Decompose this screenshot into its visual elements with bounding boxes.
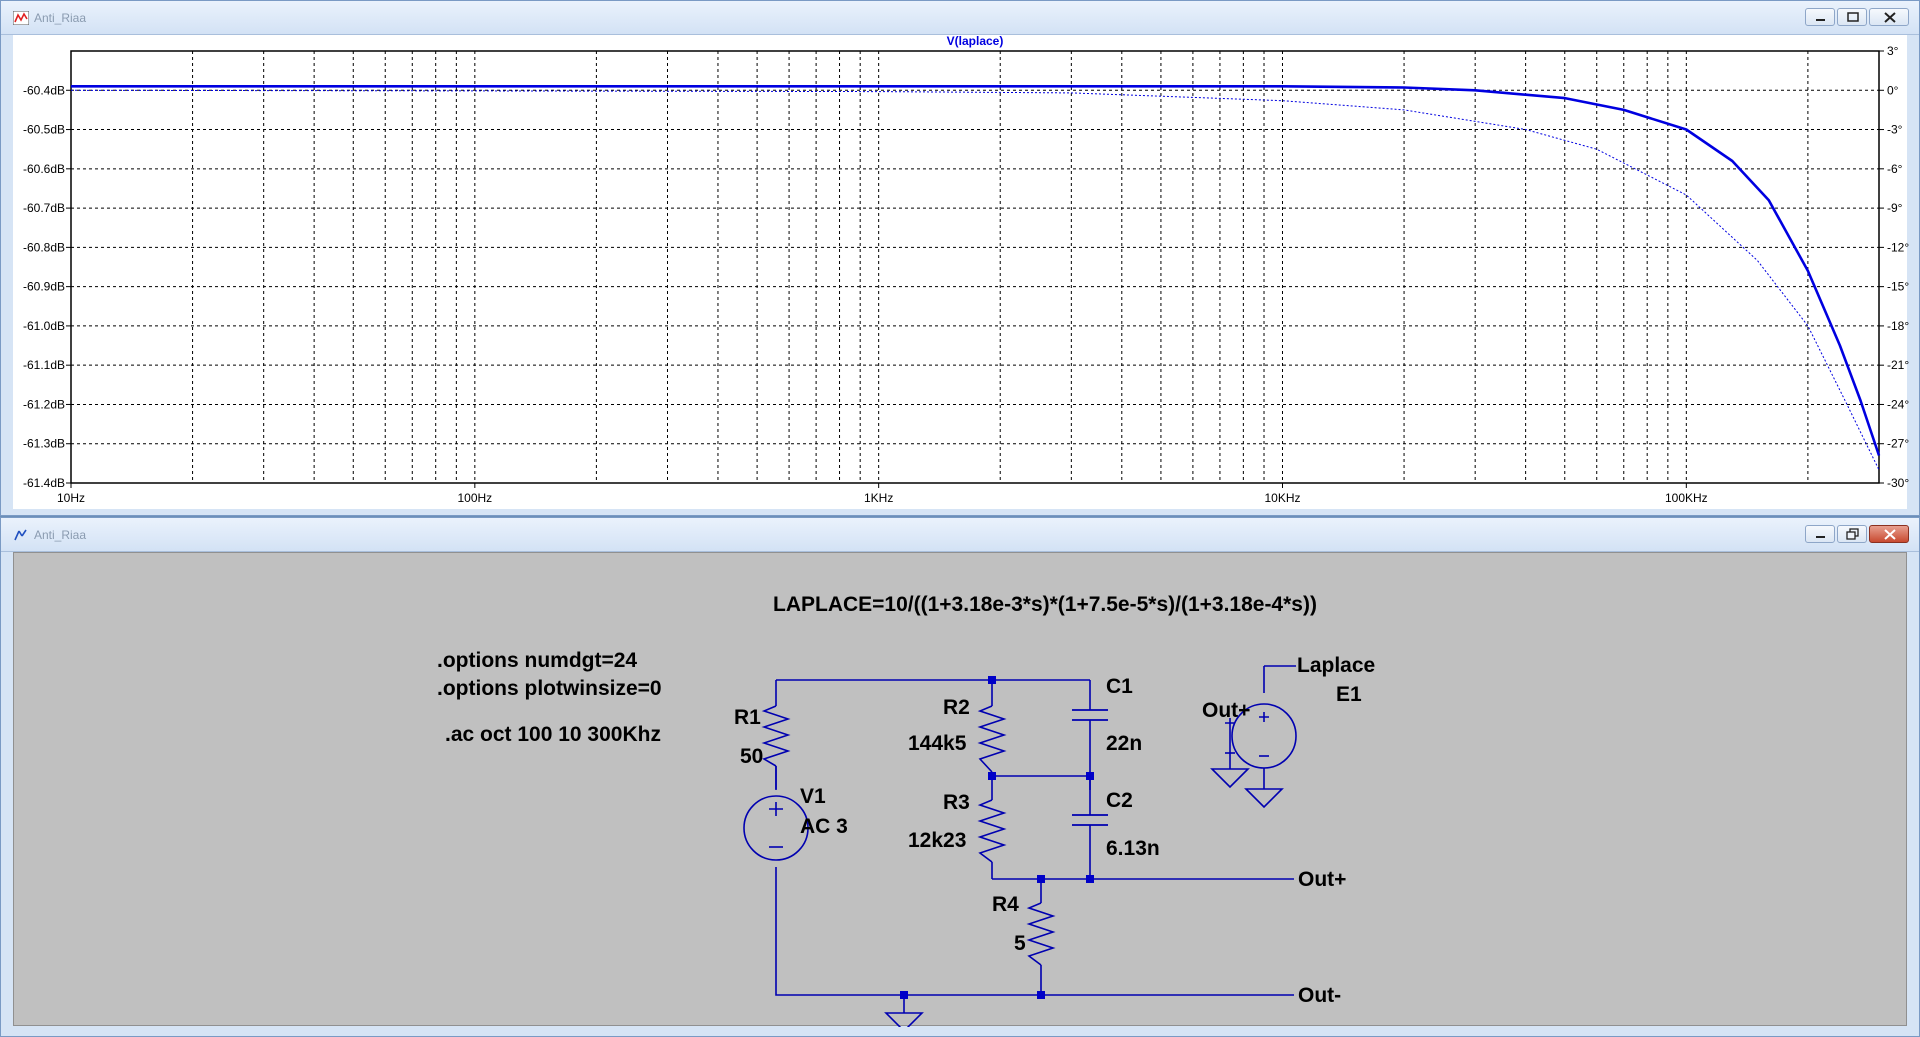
- r1-name[interactable]: R1: [734, 706, 761, 729]
- r3-value[interactable]: 12k23: [908, 829, 966, 852]
- c2-value[interactable]: 6.13n: [1106, 837, 1160, 860]
- close-button[interactable]: [1869, 8, 1909, 26]
- plot-window-titlebar[interactable]: Anti_Riaa: [1, 1, 1919, 35]
- minimize-icon: [1816, 536, 1825, 538]
- x-tick-label: 10Hz: [57, 491, 85, 505]
- resistor-r1[interactable]: [761, 705, 791, 767]
- schematic-canvas[interactable]: LAPLACE=10/((1+3.18e-3*s)*(1+7.5e-5*s)/(…: [14, 553, 1908, 1027]
- minimize-button[interactable]: [1805, 525, 1835, 543]
- right-tick-label: -21°: [1887, 358, 1909, 372]
- dependent-source-e1[interactable]: [1225, 703, 1297, 769]
- x-axis-ticks: 10Hz 100Hz 1KHz 10KHz 100KHz: [57, 483, 1708, 505]
- right-tick-label: -24°: [1887, 397, 1909, 411]
- r4-value[interactable]: 5: [1014, 932, 1026, 955]
- resistor-r3[interactable]: [977, 799, 1007, 863]
- close-icon: [1884, 529, 1896, 540]
- right-tick-label: -15°: [1887, 280, 1909, 294]
- right-tick-label: -18°: [1887, 319, 1909, 333]
- out-minus-label[interactable]: Out-: [1298, 984, 1341, 1007]
- restore-button[interactable]: [1837, 525, 1867, 543]
- right-tick-label: 0°: [1887, 83, 1899, 97]
- v1-value[interactable]: AC 3: [800, 815, 848, 838]
- minimize-button[interactable]: [1805, 8, 1835, 26]
- laplace-net-label[interactable]: Laplace: [1297, 654, 1375, 677]
- left-tick-label: -61.0dB: [23, 319, 65, 333]
- x-tick-label: 10KHz: [1264, 491, 1300, 505]
- c1-value[interactable]: 22n: [1106, 732, 1142, 755]
- left-tick-label: -60.9dB: [23, 280, 65, 294]
- restore-icon: [1846, 528, 1859, 540]
- r2-name[interactable]: R2: [943, 696, 970, 719]
- magnitude-trace: [71, 84, 1881, 456]
- r1-value[interactable]: 50: [740, 745, 763, 768]
- plot-frame: [70, 50, 1880, 484]
- plot-series: [70, 84, 1881, 471]
- right-tick-label: -30°: [1887, 476, 1909, 490]
- right-tick-label: 3°: [1887, 44, 1899, 58]
- c2-name[interactable]: C2: [1106, 789, 1133, 812]
- left-tick-label: -61.1dB: [23, 358, 65, 372]
- minimize-icon: [1816, 19, 1825, 21]
- plot-window: Anti_Riaa 10Hz 100Hz 1KHz 10KHz 100KHz -60.4…: [0, 0, 1920, 516]
- resistor-r2[interactable]: [977, 705, 1007, 773]
- ground-main[interactable]: [884, 1012, 924, 1027]
- left-axis-ticks: -60.4dB -60.5dB -60.6dB -60.7dB -60.8dB -60.9…: [23, 83, 71, 490]
- ground-e1-output[interactable]: [1244, 788, 1284, 809]
- capacitor-c2[interactable]: [1072, 814, 1108, 826]
- trace-label[interactable]: V(laplace): [947, 35, 1004, 48]
- resistor-r4[interactable]: [1026, 902, 1056, 966]
- schematic-window-title: Anti_Riaa: [34, 528, 87, 542]
- laplace-expression[interactable]: LAPLACE=10/((1+3.18e-3*s)*(1+7.5e-5*s)/(…: [773, 593, 1317, 616]
- right-tick-label: -6°: [1887, 162, 1903, 176]
- close-icon: [1884, 12, 1896, 23]
- close-button[interactable]: [1869, 525, 1909, 543]
- right-tick-label: -27°: [1887, 437, 1909, 451]
- r2-value[interactable]: 144k5: [908, 732, 967, 755]
- maximize-button[interactable]: [1837, 8, 1867, 26]
- plot-grid: [71, 51, 1879, 483]
- junctions: [900, 676, 1094, 999]
- voltage-source-v1[interactable]: [743, 766, 809, 861]
- maximize-icon: [1847, 12, 1859, 22]
- left-tick-label: -61.2dB: [23, 397, 65, 411]
- right-tick-label: -12°: [1887, 240, 1909, 254]
- ground-e1-input[interactable]: [1210, 768, 1250, 789]
- schematic-window-titlebar[interactable]: Anti_Riaa: [1, 518, 1919, 552]
- r3-name[interactable]: R3: [943, 791, 970, 814]
- schematic-pane[interactable]: LAPLACE=10/((1+3.18e-3*s)*(1+7.5e-5*s)/(…: [13, 552, 1908, 1027]
- e1-input-label[interactable]: Out+: [1202, 699, 1250, 722]
- directive-plotwinsize[interactable]: .options plotwinsize=0: [437, 677, 662, 700]
- schematic-window-controls: [1805, 525, 1909, 545]
- left-tick-label: -60.5dB: [23, 123, 65, 137]
- right-tick-label: -3°: [1887, 123, 1903, 137]
- left-tick-label: -61.4dB: [23, 476, 65, 490]
- x-tick-label: 100KHz: [1665, 491, 1708, 505]
- v1-name[interactable]: V1: [800, 785, 826, 808]
- directive-numdgt[interactable]: .options numdgt=24: [437, 649, 637, 672]
- left-tick-label: -60.6dB: [23, 162, 65, 176]
- r4-name[interactable]: R4: [992, 893, 1019, 916]
- e1-name[interactable]: E1: [1336, 683, 1362, 706]
- right-tick-label: -9°: [1887, 201, 1903, 215]
- x-tick-label: 1KHz: [864, 491, 893, 505]
- left-tick-label: -60.4dB: [23, 83, 65, 97]
- waveform-icon: [13, 11, 29, 25]
- schematic-window: Anti_Riaa LAPLACE=10/((1+3.18e-3*s)*(1+7…: [0, 517, 1920, 1037]
- plot-window-title: Anti_Riaa: [34, 11, 87, 25]
- x-tick-label: 100Hz: [457, 491, 492, 505]
- left-tick-label: -60.7dB: [23, 201, 65, 215]
- schematic-icon: [14, 529, 27, 541]
- phase-trace: [70, 89, 1880, 471]
- c1-name[interactable]: C1: [1106, 675, 1133, 698]
- out-plus-label[interactable]: Out+: [1298, 868, 1346, 891]
- right-axis-ticks: 3° 0° -3° -6° -9° -12° -15° -18° -21° -24° -27° -30…: [1879, 44, 1909, 490]
- left-tick-label: -60.8dB: [23, 240, 65, 254]
- capacitor-c1[interactable]: [1072, 709, 1108, 721]
- directive-ac[interactable]: .ac oct 100 10 300Khz: [445, 723, 661, 746]
- plot-window-controls: [1805, 8, 1909, 28]
- left-tick-label: -61.3dB: [23, 437, 65, 451]
